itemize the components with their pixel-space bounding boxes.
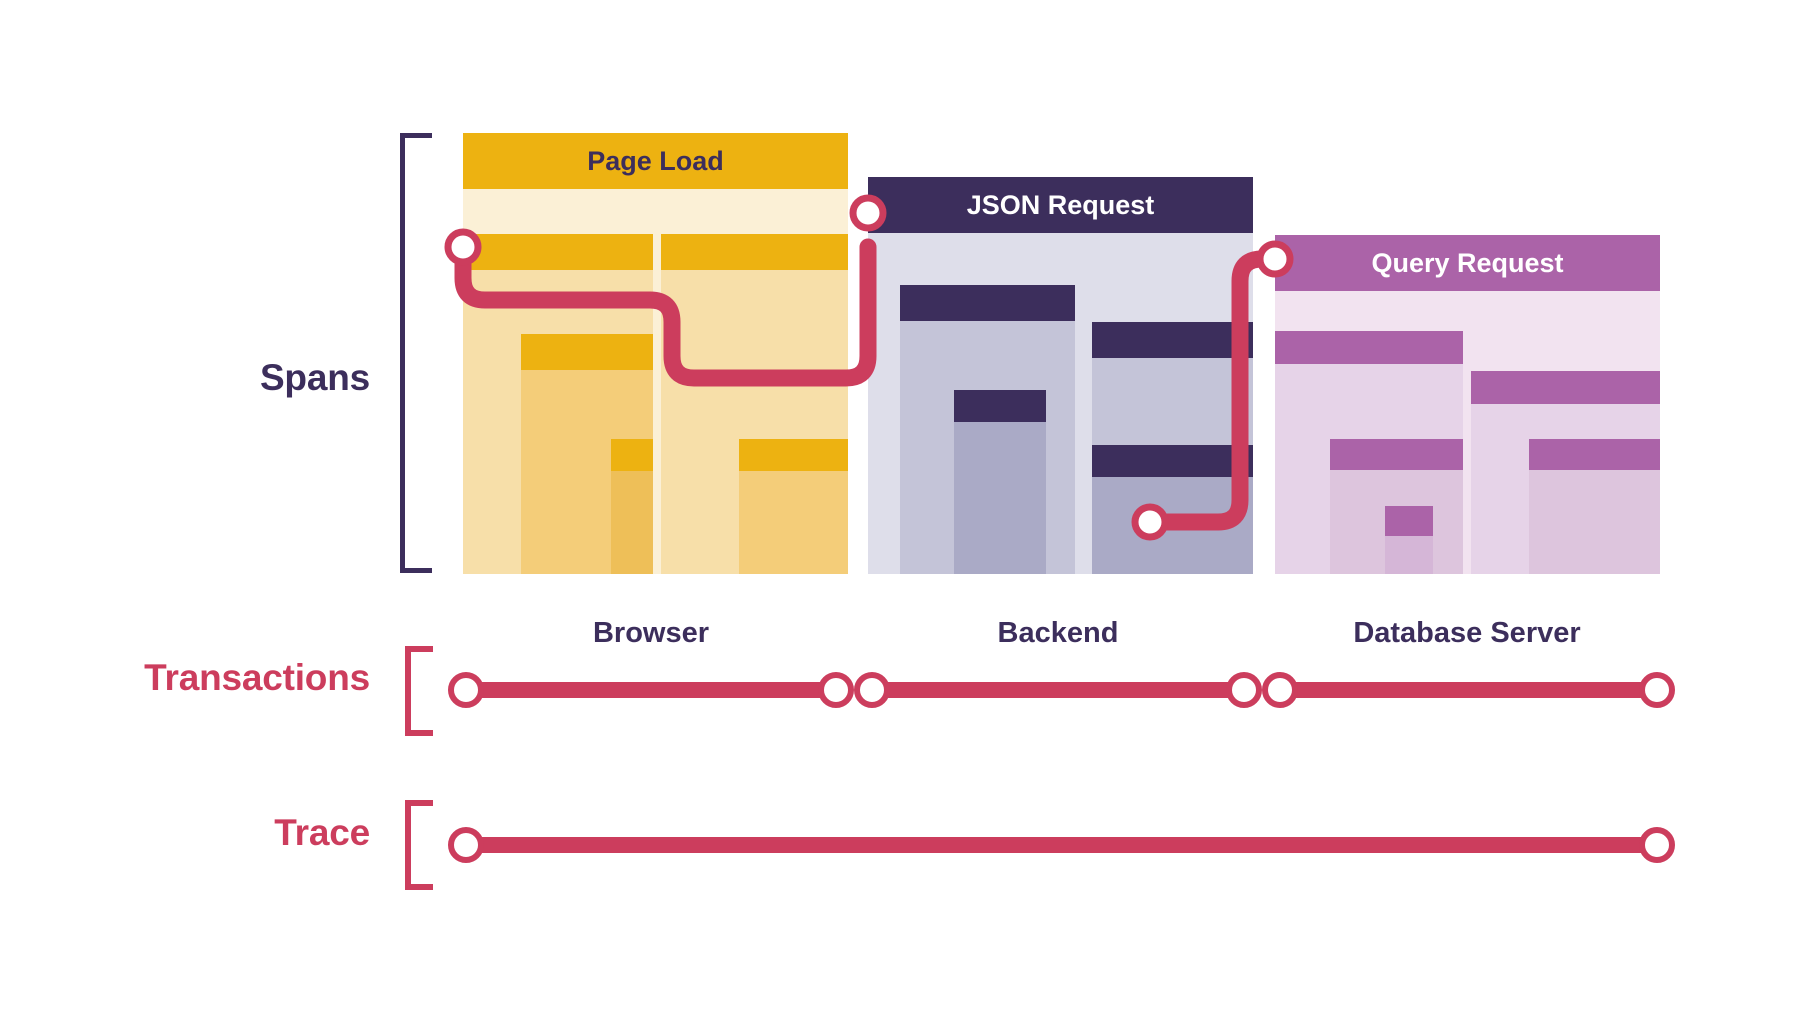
span-db-c-header bbox=[1385, 506, 1433, 536]
row-label-spans: Spans bbox=[259, 357, 370, 398]
row-label-transactions: Transactions bbox=[144, 657, 370, 698]
span-browser-b-header bbox=[661, 234, 848, 270]
transaction-segment-browser bbox=[466, 682, 836, 698]
transaction-node-backend-end bbox=[1226, 672, 1262, 708]
bracket-transactions bbox=[405, 646, 433, 736]
trace-segment-full bbox=[466, 837, 1657, 853]
service-column-database: Query Request bbox=[1275, 0, 1660, 600]
transaction-node-database-end bbox=[1639, 672, 1675, 708]
span-db-c bbox=[1385, 506, 1433, 574]
trace-node-end bbox=[1639, 827, 1675, 863]
span-backend-b bbox=[954, 390, 1046, 574]
span-title-browser: Page Load bbox=[463, 133, 848, 189]
span-browser-e bbox=[739, 439, 848, 574]
span-title-backend: JSON Request bbox=[868, 177, 1253, 233]
span-db-e bbox=[1529, 439, 1660, 574]
span-db-b-header bbox=[1330, 439, 1463, 470]
bracket-trace bbox=[405, 800, 433, 890]
span-browser-a-header bbox=[463, 234, 653, 270]
span-db-e-header bbox=[1529, 439, 1660, 470]
span-browser-e-header bbox=[739, 439, 848, 471]
transaction-node-browser-end bbox=[818, 672, 854, 708]
service-label-database: Database Server bbox=[1353, 617, 1581, 649]
span-browser-d-header bbox=[611, 439, 653, 471]
transaction-segment-database bbox=[1280, 682, 1657, 698]
service-column-browser: Page Load bbox=[463, 0, 848, 600]
transaction-node-database-start bbox=[1262, 672, 1298, 708]
span-backend-a-header bbox=[900, 285, 1075, 321]
trace-node-start bbox=[448, 827, 484, 863]
span-browser-d bbox=[611, 439, 653, 574]
span-title-database: Query Request bbox=[1275, 235, 1660, 291]
service-column-backend: JSON Request bbox=[868, 0, 1253, 600]
transaction-segment-backend bbox=[872, 682, 1244, 698]
span-db-a-header bbox=[1275, 331, 1463, 364]
span-backend-b-header bbox=[954, 390, 1046, 422]
span-backend-c-header bbox=[1092, 322, 1253, 358]
span-backend-d bbox=[1092, 445, 1253, 574]
transaction-node-backend-start bbox=[854, 672, 890, 708]
service-label-backend: Backend bbox=[997, 617, 1119, 649]
service-label-browser: Browser bbox=[592, 617, 710, 649]
row-label-trace: Trace bbox=[274, 812, 370, 853]
transaction-node-browser-start bbox=[448, 672, 484, 708]
bracket-spans bbox=[400, 133, 432, 573]
span-db-d-header bbox=[1471, 371, 1660, 404]
span-backend-d-header bbox=[1092, 445, 1253, 477]
span-browser-c-header bbox=[521, 334, 653, 370]
